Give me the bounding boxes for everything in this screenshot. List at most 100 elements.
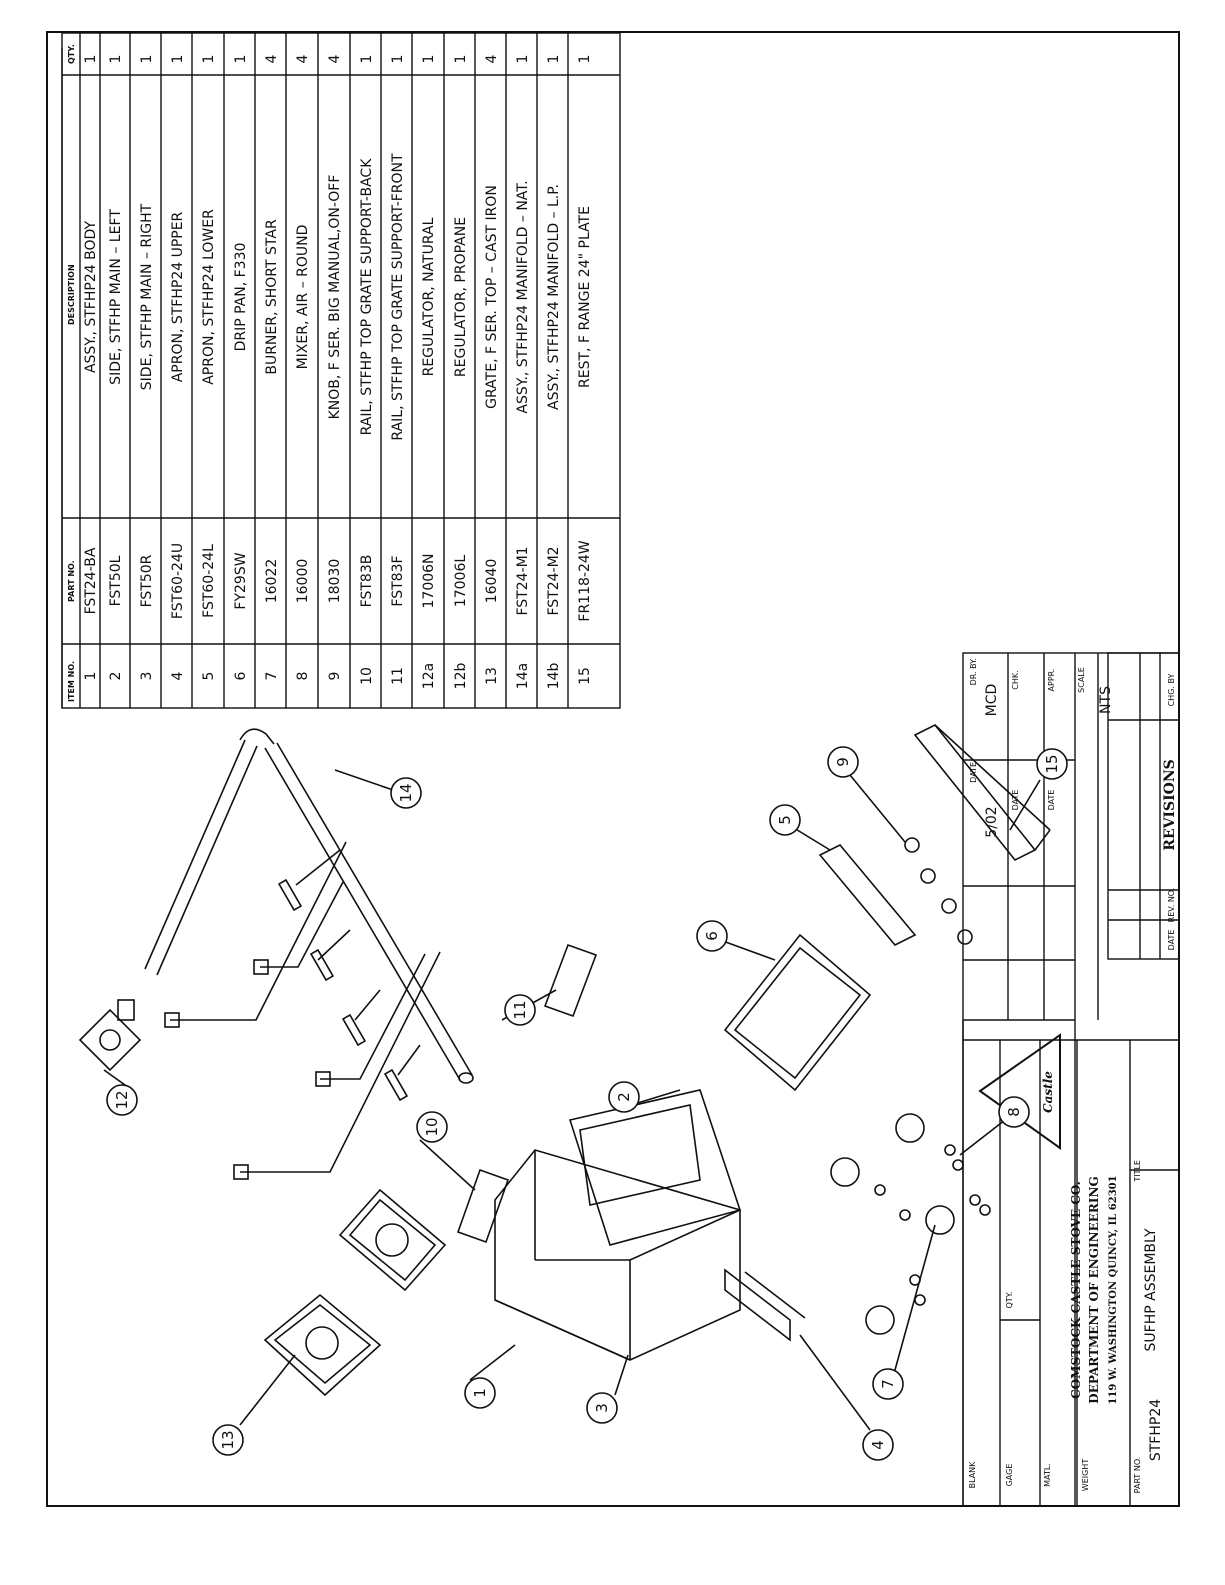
weight-label: WEIGHT xyxy=(1081,1459,1090,1492)
dr-by-label: DR. BY. xyxy=(969,658,978,685)
burners xyxy=(830,1113,991,1335)
qty-cell: 4 xyxy=(484,54,500,63)
dr-by-value: MCD xyxy=(984,684,1000,717)
callout-12: 12 xyxy=(106,1084,138,1116)
chk-date-label: DATE xyxy=(1011,790,1020,811)
revisions-chg-by-label: CHG. BY xyxy=(1167,673,1176,706)
callout-label: 11 xyxy=(511,1000,529,1019)
callout-label: 2 xyxy=(615,1092,633,1102)
qty-cell: 4 xyxy=(264,54,280,63)
callout-label: 14 xyxy=(397,783,415,802)
callout-label: 4 xyxy=(869,1440,887,1450)
scale-label: SCALE xyxy=(1077,667,1086,693)
qty-cell: 4 xyxy=(327,54,343,63)
description-cell: ASSY., STFHP24 MANIFOLD – L.P. xyxy=(546,184,562,410)
item-no-cell: 12b xyxy=(453,663,469,690)
description-cell: REGULATOR, PROPANE xyxy=(453,217,469,377)
part-no-cell: FST24-M1 xyxy=(515,546,531,615)
part-no-cell: FR118-24W xyxy=(577,540,593,621)
header-part-no: PART NO. xyxy=(67,560,76,602)
header-description: DESCRIPTION xyxy=(67,264,76,325)
callout-label: 12 xyxy=(113,1090,131,1109)
header-qty: QTY. xyxy=(67,44,76,64)
description-cell: DRIP PAN, F330 xyxy=(233,243,249,352)
callout-1: 1 xyxy=(464,1377,496,1409)
item-no-cell: 15 xyxy=(577,667,593,685)
part-no-cell: 17006N xyxy=(421,553,437,608)
logo-text: Castle xyxy=(1041,1071,1055,1113)
scale-value: NTS xyxy=(1098,686,1114,714)
description-cell: RAIL, STFHP TOP GRATE SUPPORT-BACK xyxy=(359,158,375,436)
description-cell: KNOB, F SER. BIG MANUAL,ON-OFF xyxy=(327,175,343,420)
callout-label: 9 xyxy=(834,757,852,767)
revisions-label: REVISIONS xyxy=(1162,759,1178,850)
part-no-cell: 17006L xyxy=(453,555,469,608)
item-no-cell: 1 xyxy=(83,672,99,681)
lower-apron xyxy=(818,844,917,946)
item-no-cell: 7 xyxy=(264,672,280,681)
callout-label: 5 xyxy=(776,815,794,825)
description-cell: SIDE, STFHP MAIN – LEFT xyxy=(108,209,124,385)
description-cell: RAIL, STFHP TOP GRATE SUPPORT-FRONT xyxy=(390,153,406,441)
callout-7: 7 xyxy=(872,1368,904,1400)
company-name: COMSTOCK CASTLE STOVE CO. xyxy=(1069,1181,1083,1399)
part-no-cell: FY29SW xyxy=(233,552,249,609)
top-grates xyxy=(263,1188,447,1397)
part-no-cell: FST83B xyxy=(359,555,375,608)
part-no-cell: FST24-M2 xyxy=(546,546,562,615)
callout-5: 5 xyxy=(769,804,801,836)
blank-label: BLANK xyxy=(968,1461,977,1489)
gage-label: GAGE xyxy=(1005,1464,1014,1487)
part-no-cell: 18030 xyxy=(327,559,343,604)
title-label: TITLE xyxy=(1133,1160,1142,1183)
item-no-cell: 14a xyxy=(515,663,531,689)
description-cell: BURNER, SHORT STAR xyxy=(264,219,280,375)
part-no-cell: FST83F xyxy=(390,555,406,606)
part-no-cell: FST60-24L xyxy=(201,544,217,618)
revisions-block xyxy=(1107,652,1180,960)
part-no-value: STFHP24 xyxy=(1148,1399,1164,1461)
item-no-cell: 13 xyxy=(484,667,500,685)
part-no-label: PART NO. xyxy=(1133,1457,1142,1494)
appr-label: APPR. xyxy=(1047,669,1056,692)
callout-label: 7 xyxy=(879,1379,897,1389)
callout-10: 10 xyxy=(416,1111,448,1143)
drip-pan xyxy=(723,933,872,1092)
qty-cell: 1 xyxy=(546,55,562,64)
callout-label: 13 xyxy=(219,1430,237,1449)
item-no-cell: 14b xyxy=(546,663,562,690)
appr-date-label: DATE xyxy=(1047,790,1056,811)
header-item-no: ITEM NO. xyxy=(67,661,76,702)
part-no-cell: FST60-24U xyxy=(170,543,186,619)
title-block xyxy=(962,652,1180,1507)
qty-cell: 1 xyxy=(83,55,99,64)
regulator xyxy=(78,999,142,1072)
qty-cell: 1 xyxy=(139,55,155,64)
callout-13: 13 xyxy=(212,1424,244,1456)
item-no-cell: 8 xyxy=(295,672,311,681)
chk-label: CHK. xyxy=(1011,670,1020,689)
description-cell: APRON, STFHP24 LOWER xyxy=(201,209,217,385)
description-cell: REGULATOR, NATURAL xyxy=(421,217,437,376)
revisions-rev-no-label: REV. NO. xyxy=(1167,888,1176,923)
department-name: DEPARTMENT OF ENGINEERING xyxy=(1087,1176,1101,1403)
parts-list-table xyxy=(61,32,621,709)
company-address: 119 W. WASHINGTON QUINCY, IL 62301 xyxy=(1108,1175,1119,1404)
part-no-cell: FST50L xyxy=(108,555,124,606)
front-rest xyxy=(913,723,1051,862)
callout-14: 14 xyxy=(390,777,422,809)
description-cell: GRATE, F SER. TOP – CAST IRON xyxy=(484,185,500,409)
range-body xyxy=(494,1089,742,1361)
item-no-cell: 12a xyxy=(421,663,437,689)
part-no-cell: FST50R xyxy=(139,554,155,607)
callout-label: 3 xyxy=(593,1403,611,1413)
revisions-date-label: DATE xyxy=(1167,930,1176,951)
qty-cell: 1 xyxy=(577,55,593,64)
qty-cell: 1 xyxy=(359,55,375,64)
qty-cell: 1 xyxy=(421,55,437,64)
manifold-pipe xyxy=(144,728,474,1084)
upper-apron xyxy=(724,1268,806,1342)
callout-11: 11 xyxy=(504,994,536,1026)
